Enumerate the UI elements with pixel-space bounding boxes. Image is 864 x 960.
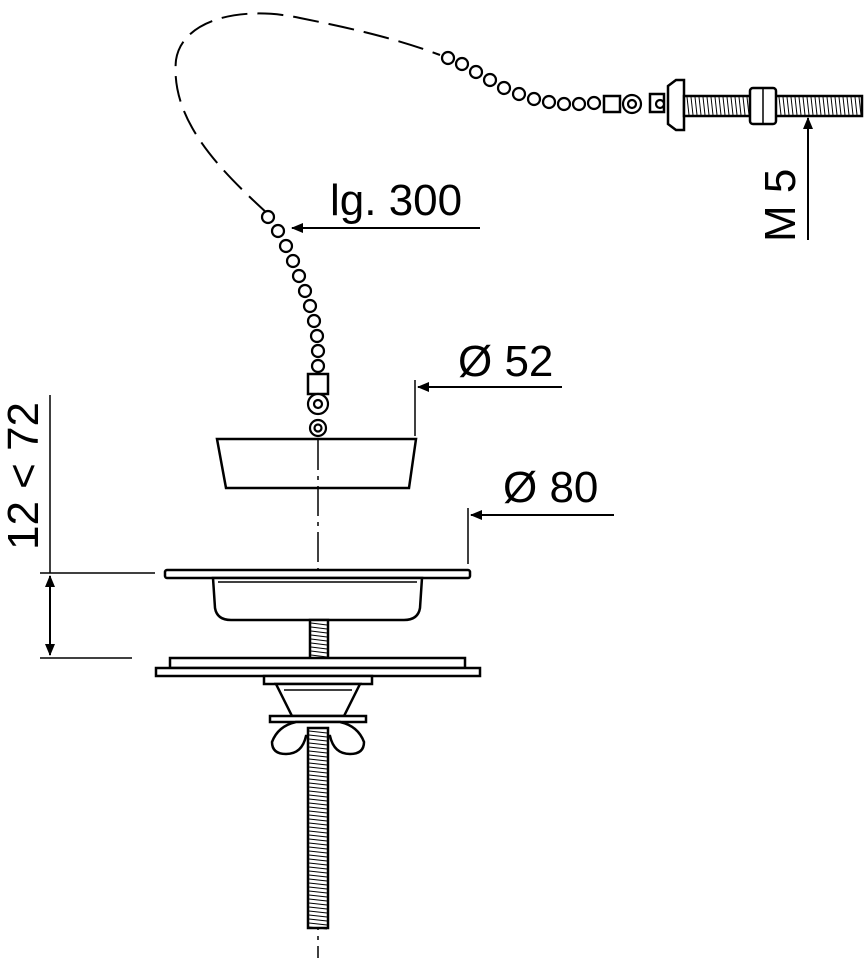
chain-dashed-loop — [174, 12, 441, 215]
chain-upper — [440, 50, 602, 112]
thread-label: M 5 — [756, 169, 805, 242]
m5-threaded-rod — [682, 86, 864, 126]
sink-plug — [215, 437, 418, 490]
chain-anchor — [602, 78, 686, 132]
chain-lower — [260, 209, 326, 374]
wing-nut — [270, 720, 366, 756]
strainer-basket — [163, 568, 472, 622]
plug-diameter-label: Ø 52 — [458, 337, 553, 386]
chain-length-label: lg. 300 — [330, 176, 462, 225]
flange-diameter-label: Ø 80 — [503, 463, 598, 512]
height-range-label: 12 < 72 — [0, 402, 48, 550]
drain-flange — [154, 656, 482, 678]
stem-lower — [306, 726, 330, 930]
drain-cone-nut — [262, 674, 374, 724]
plug-attachment — [306, 372, 330, 438]
stem-upper — [308, 618, 330, 662]
